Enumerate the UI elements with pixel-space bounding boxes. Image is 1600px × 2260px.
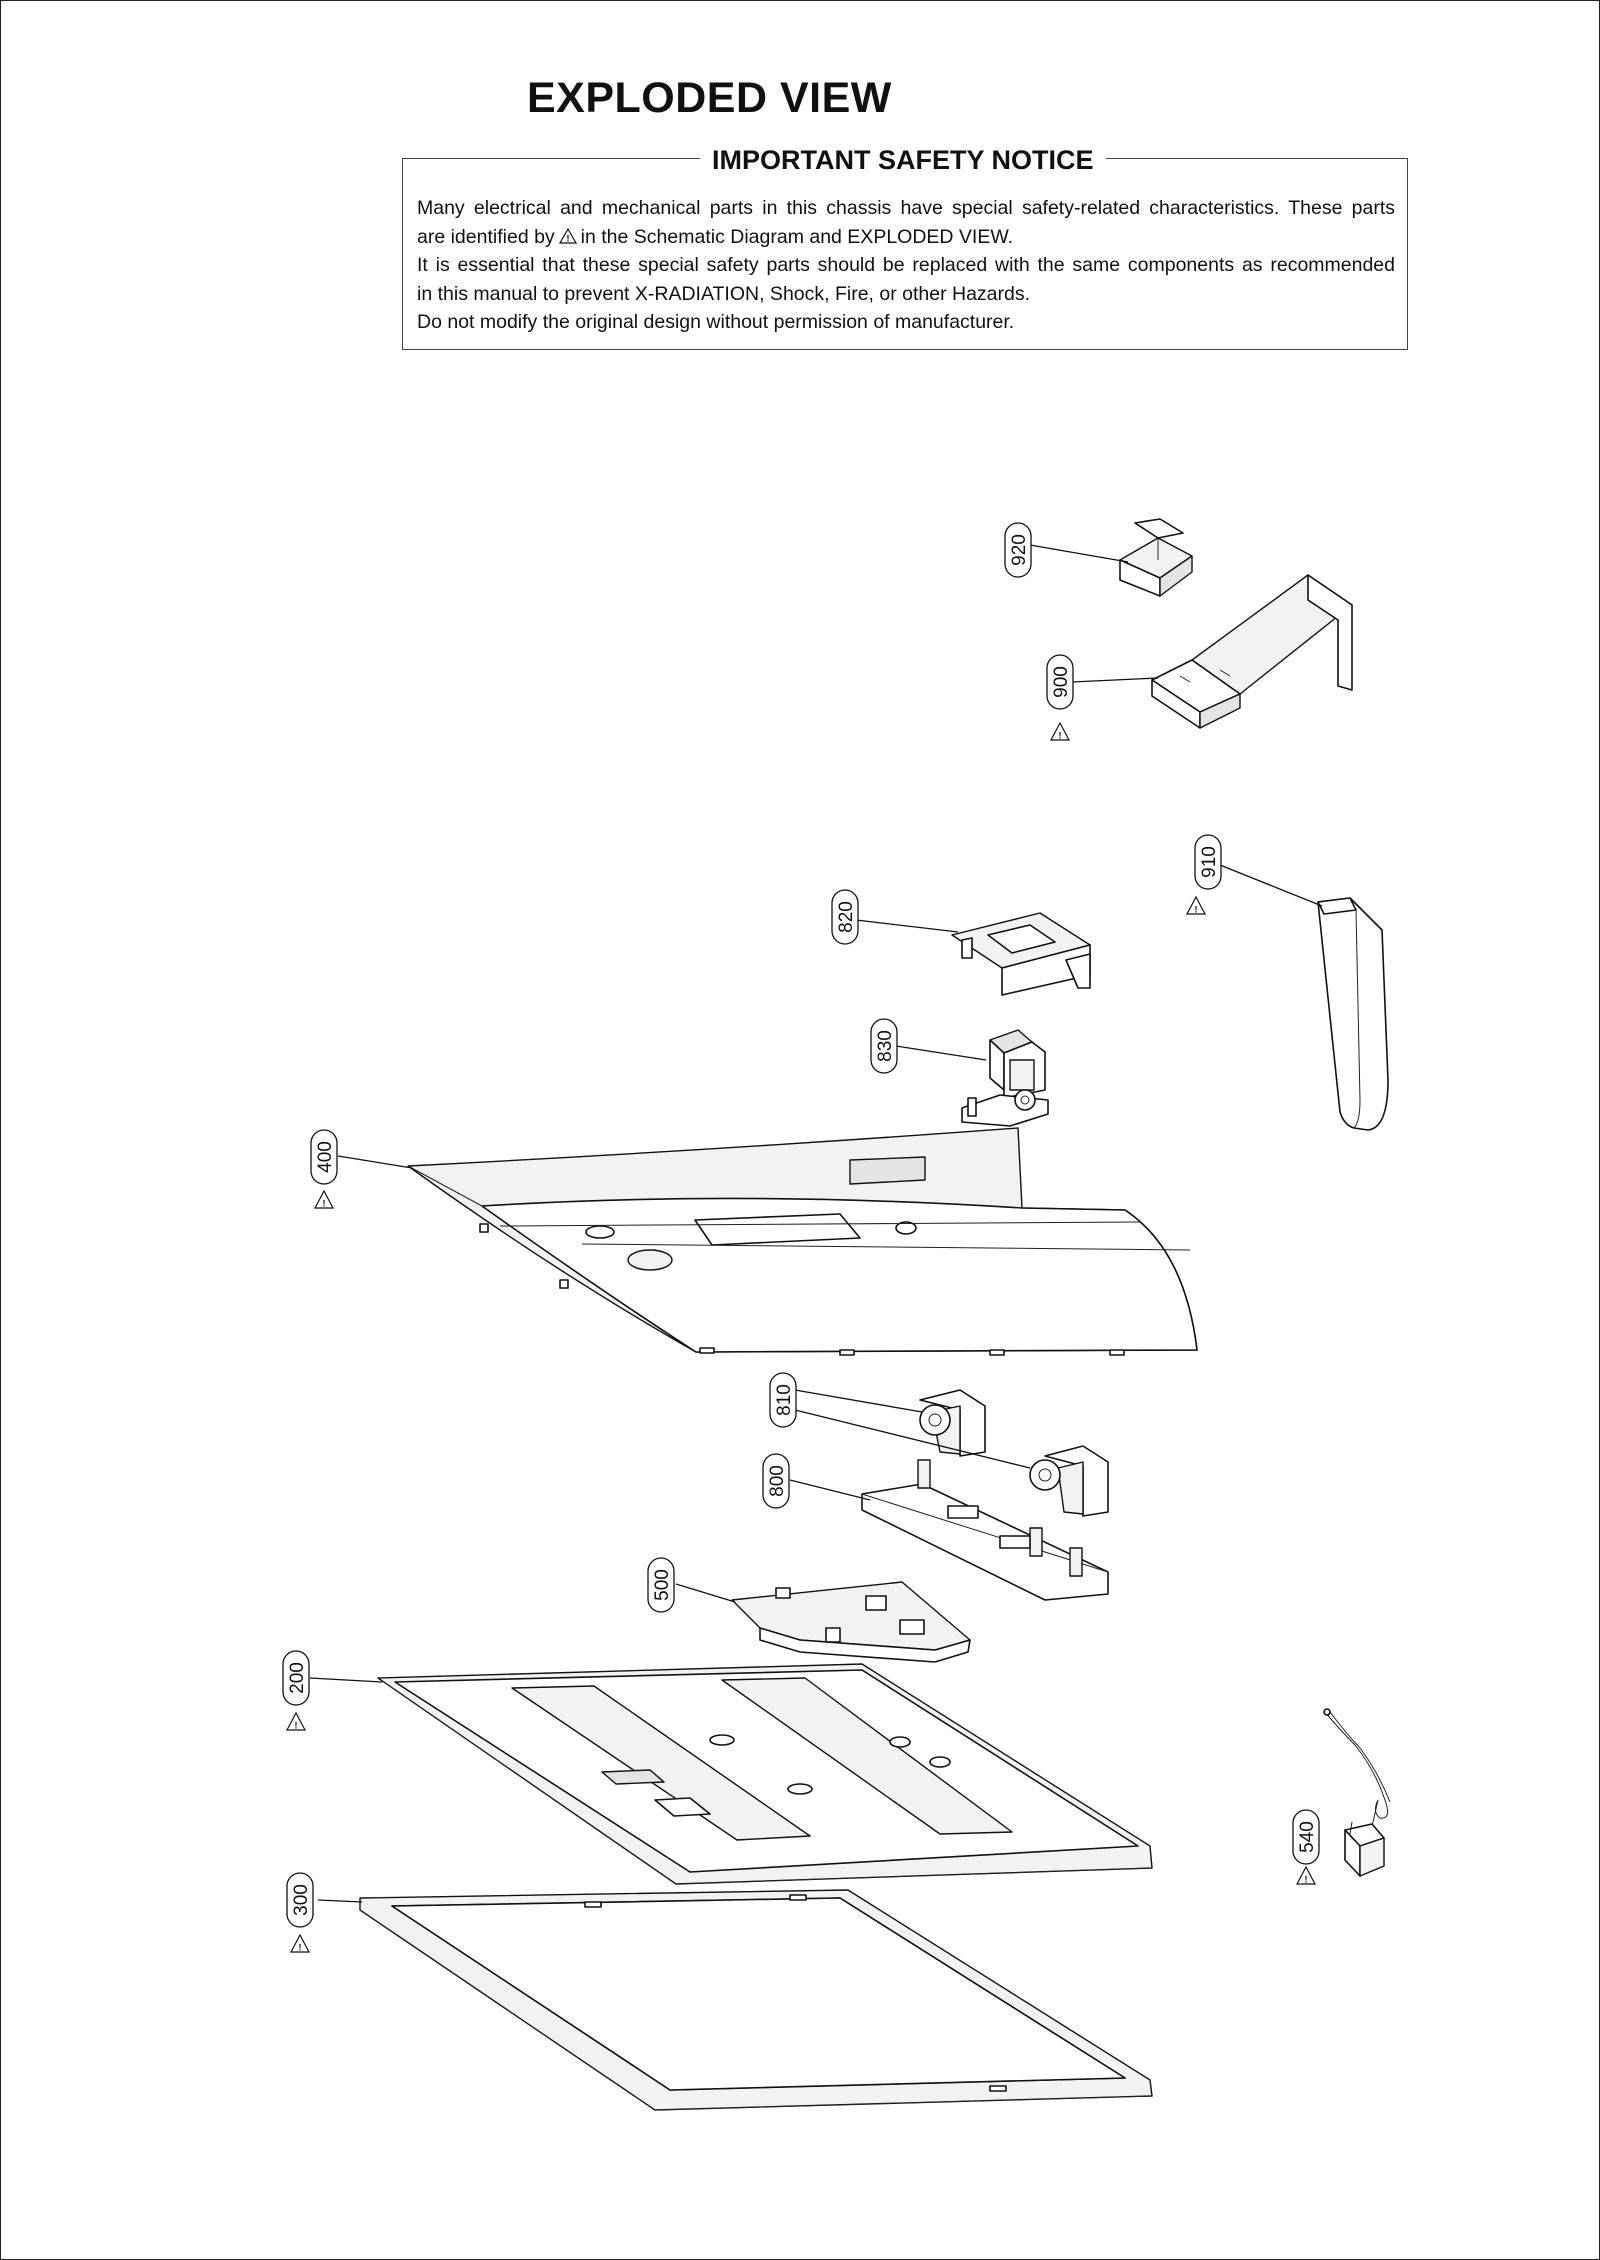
callout-540-label: 540 xyxy=(1297,1821,1318,1853)
notice-line-2-end: in the Schematic Diagram and EXPLODED VI… xyxy=(580,225,1014,248)
notice-line-5: Do not modify the original design withou… xyxy=(417,311,1015,333)
callout-820-label: 820 xyxy=(836,901,857,933)
part-300-front-bezel xyxy=(359,1889,1153,2111)
svg-text:!: ! xyxy=(323,1199,326,1209)
notice-line-2-start: are identified by xyxy=(417,225,555,248)
leader-lines xyxy=(309,544,1323,1903)
svg-text:!: ! xyxy=(299,1943,302,1953)
part-820-hinge-bracket xyxy=(951,912,1091,996)
svg-text:!: ! xyxy=(1305,1875,1308,1885)
part-900-stand-arm xyxy=(1151,574,1353,729)
safety-notice-body: Many electrical and mechanical parts in … xyxy=(417,194,1395,337)
callout-820: 820 xyxy=(831,889,859,945)
warning-triangle-icon: ! xyxy=(314,1189,334,1209)
callout-830: 830 xyxy=(870,1018,898,1074)
callout-200: 200 xyxy=(282,1650,310,1706)
page-title: EXPLODED VIEW xyxy=(527,74,892,122)
part-800-bracket-plate xyxy=(861,1459,1109,1601)
part-540-power-adapter xyxy=(1323,1708,1391,1877)
callout-300: 300 xyxy=(286,1872,314,1928)
safety-notice-title: IMPORTANT SAFETY NOTICE xyxy=(700,145,1106,176)
callout-830-label: 830 xyxy=(875,1030,896,1062)
callout-900-label: 900 xyxy=(1051,666,1072,698)
callout-810: 810 xyxy=(769,1372,797,1428)
part-500-main-board xyxy=(731,1581,971,1663)
part-810-hinge-right xyxy=(1029,1445,1109,1517)
part-400-rear-cover xyxy=(407,1127,1198,1356)
callout-200-label: 200 xyxy=(287,1662,308,1694)
warning-triangle-icon: ! xyxy=(1296,1865,1316,1885)
callout-810-label: 810 xyxy=(774,1384,795,1416)
part-920-cap xyxy=(1119,518,1193,597)
callout-500: 500 xyxy=(647,1557,675,1613)
warning-triangle-icon: ! xyxy=(1186,895,1206,915)
callout-300-label: 300 xyxy=(291,1884,312,1916)
callout-500-label: 500 xyxy=(652,1569,673,1601)
callout-800: 800 xyxy=(762,1453,790,1509)
part-830-hinge xyxy=(961,1029,1049,1127)
callout-910: 910 xyxy=(1194,834,1222,890)
part-910-back-cover xyxy=(1317,897,1389,1131)
part-200-rear-chassis xyxy=(377,1663,1153,1885)
callout-400-label: 400 xyxy=(315,1141,336,1173)
callout-920-label: 920 xyxy=(1009,534,1030,566)
notice-line-4: in this manual to prevent X-RADIATION, S… xyxy=(417,282,1031,305)
callout-920: 920 xyxy=(1004,522,1032,578)
svg-text:!: ! xyxy=(1195,905,1198,915)
svg-text:!: ! xyxy=(295,1721,298,1731)
part-810-hinge-left xyxy=(919,1389,986,1457)
warning-triangle-icon: ! xyxy=(290,1933,310,1953)
svg-text:!: ! xyxy=(566,233,569,243)
warning-triangle-icon: ! xyxy=(1050,721,1070,741)
svg-text:!: ! xyxy=(1059,731,1062,741)
warning-triangle-icon: ! xyxy=(286,1711,306,1731)
notice-line-3: It is essential that these special safet… xyxy=(417,254,1395,276)
callout-800-label: 800 xyxy=(767,1465,788,1497)
callout-910-label: 910 xyxy=(1199,846,1220,878)
callout-540: 540 xyxy=(1292,1809,1320,1865)
notice-line-2: are identified by! in the Schematic Diagr… xyxy=(417,223,1395,252)
callout-900: 900 xyxy=(1046,654,1074,710)
callout-400: 400 xyxy=(310,1129,338,1185)
notice-line-1: Many electrical and mechanical parts in … xyxy=(417,197,1395,219)
warning-triangle-icon: ! xyxy=(558,227,577,244)
